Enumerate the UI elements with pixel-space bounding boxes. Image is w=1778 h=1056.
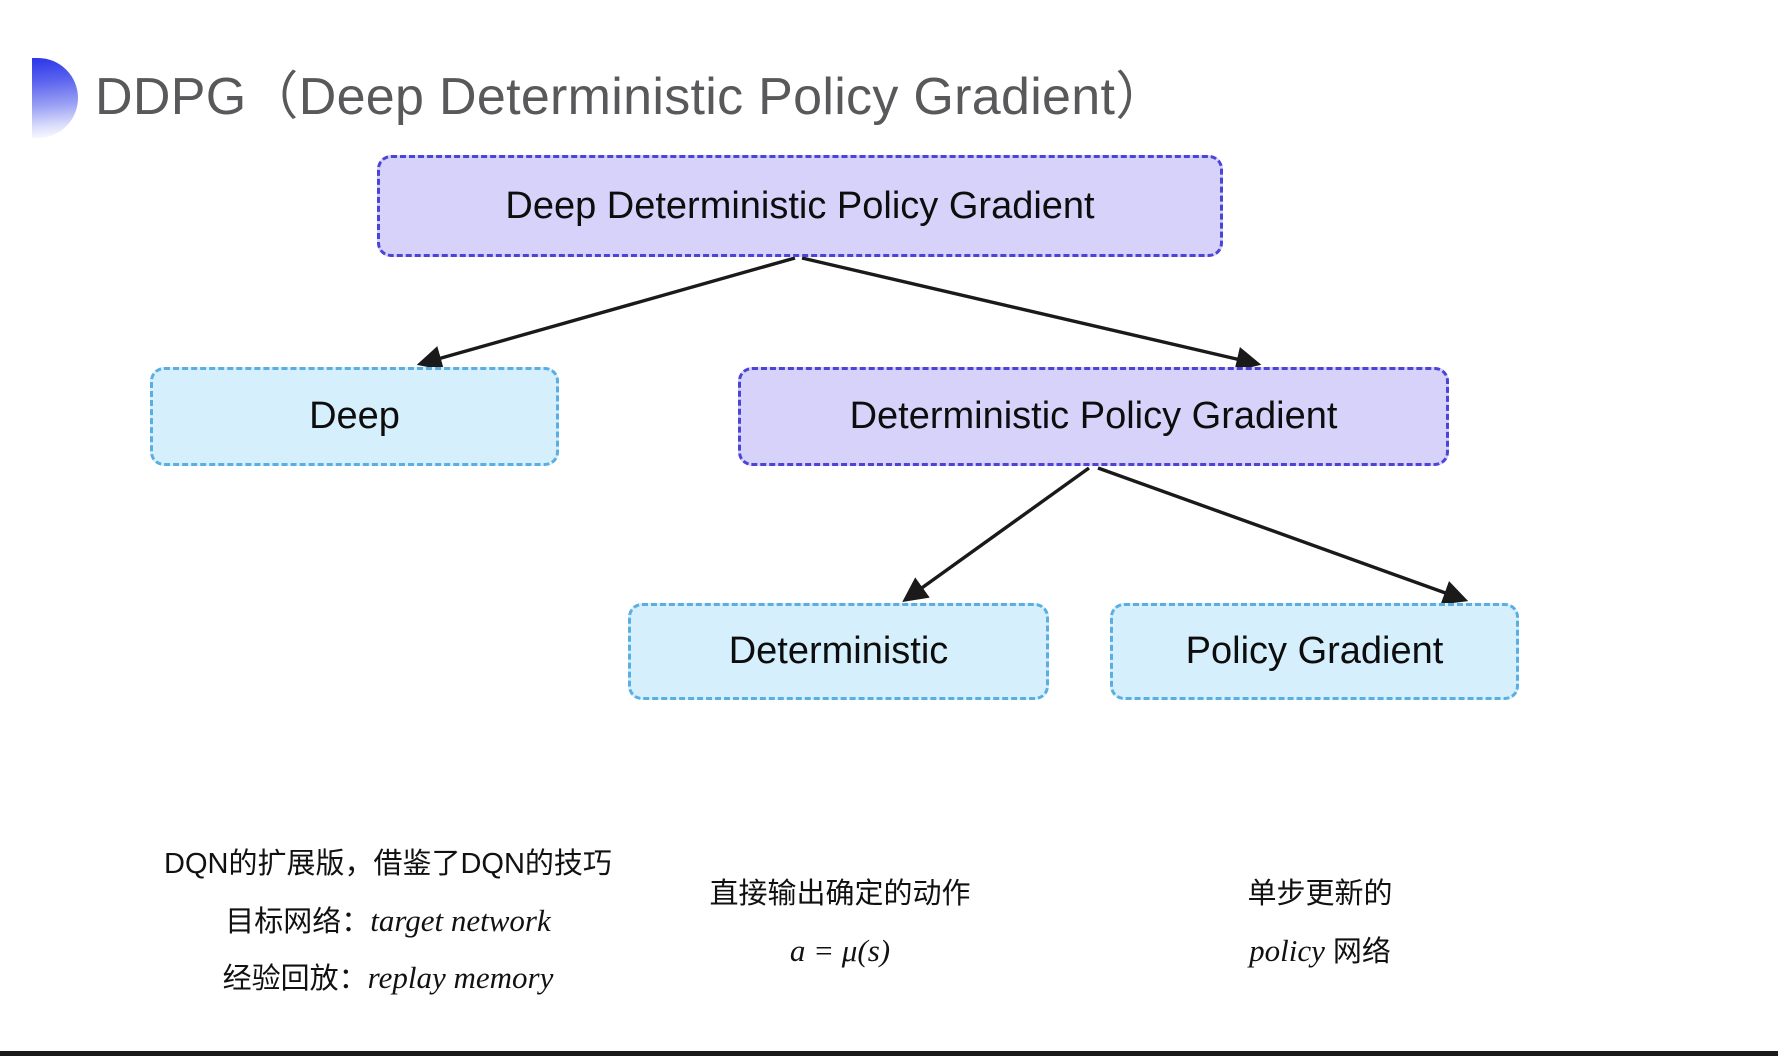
- caption-policy-gradient-line2: policy 网络: [1120, 922, 1520, 980]
- caption-deep-line2-label: 目标网络：: [225, 905, 371, 938]
- caption-policy-gradient-suffix: 网络: [1324, 935, 1391, 968]
- caption-policy-gradient-line1: 单步更新的: [1247, 878, 1393, 910]
- caption-deep-line3-term: replay memory: [367, 960, 554, 996]
- caption-deep-line1: DQN的扩展版，借鉴了DQN的技巧: [164, 848, 612, 880]
- caption-deterministic: 直接输出确定的动作 a = μ(s): [640, 868, 1040, 979]
- edge-dpg-to-policy-gradient: [1097, 466, 1469, 605]
- caption-deep-line3-label: 经验回放：: [222, 963, 368, 996]
- caption-deep-line2-term: target network: [370, 902, 551, 938]
- caption-deep: DQN的扩展版，借鉴了DQN的技巧 目标网络：target network 经验…: [138, 838, 638, 1007]
- edge-root-to-deep: [416, 256, 796, 371]
- node-policy-gradient[interactable]: Policy Gradient: [1110, 603, 1519, 700]
- edge-dpg-to-deterministic: [902, 466, 1090, 602]
- page-title: DDPG（Deep Deterministic Policy Gradient）: [95, 68, 1168, 126]
- node-deterministic[interactable]: Deterministic: [628, 603, 1049, 700]
- caption-policy-gradient-term: policy: [1249, 932, 1325, 968]
- edge-root-to-dpg: [801, 256, 1262, 372]
- node-deterministic-policy-gradient[interactable]: Deterministic Policy Gradient: [738, 367, 1449, 466]
- caption-deep-line2: 目标网络：target network: [138, 892, 638, 950]
- caption-deterministic-formula: a = μ(s): [789, 932, 891, 968]
- gradient-semicircle-icon: [32, 58, 78, 138]
- caption-deep-line3: 经验回放：replay memory: [138, 949, 638, 1007]
- caption-policy-gradient: 单步更新的 policy 网络: [1120, 868, 1520, 979]
- node-deep-deterministic-policy-gradient[interactable]: Deep Deterministic Policy Gradient: [377, 155, 1223, 257]
- caption-deterministic-line1: 直接输出确定的动作: [709, 878, 971, 910]
- node-deep[interactable]: Deep: [150, 367, 559, 466]
